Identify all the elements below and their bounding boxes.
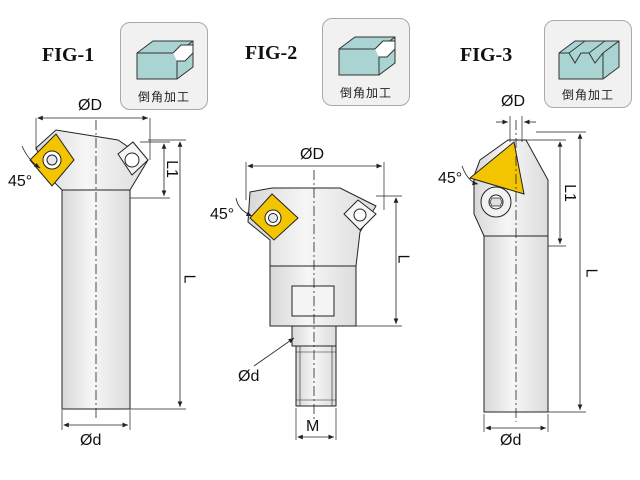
chamfer-block-icon xyxy=(136,40,194,80)
fig3-drawing xyxy=(461,116,586,432)
fig3-badge: 倒角加工 xyxy=(544,20,632,108)
fig1-bore-dim: ØD xyxy=(78,97,102,114)
fig1-shank-dim: Ød xyxy=(80,432,102,449)
fig3-angle-dim: 45° xyxy=(438,170,463,187)
fig2-angle-dim: 45° xyxy=(210,206,235,223)
fig3-badge-text: 倒角加工 xyxy=(561,88,614,102)
fig1-badge-text: 倒角加工 xyxy=(137,90,190,104)
fig2-thread-dim: M xyxy=(306,418,320,435)
fig1-title: FIG-1 xyxy=(42,44,95,66)
chamfer-block-icon xyxy=(338,36,396,76)
fig2-thread xyxy=(295,345,337,407)
fig3-insert xyxy=(468,141,525,195)
fig3-shank-dim: Ød xyxy=(500,432,522,449)
fig1-angle-dim: 45° xyxy=(8,173,33,190)
fig1-length-dim: L xyxy=(180,274,198,284)
fig3-bore-dim: ØD xyxy=(501,93,525,110)
fig2-badge-text: 倒角加工 xyxy=(339,86,392,100)
fig2-length-dim: L xyxy=(394,254,412,264)
v-groove-block-icon xyxy=(558,40,620,80)
fig3-l1-dim: L1 xyxy=(560,184,578,202)
fig3-length-dim: L xyxy=(582,268,600,278)
fig2-bore-dim: ØD xyxy=(300,146,324,163)
fig1-badge: 倒角加工 xyxy=(120,22,208,110)
fig3-title: FIG-3 xyxy=(460,44,513,66)
fig1-drawing xyxy=(21,115,186,430)
fig2-title: FIG-2 xyxy=(245,42,298,64)
fig1-l1-dim: L1 xyxy=(162,160,180,178)
fig2-badge: 倒角加工 xyxy=(322,18,410,106)
fig2-drawing xyxy=(235,162,402,440)
fig2-neck-dim: Ød xyxy=(238,368,260,385)
